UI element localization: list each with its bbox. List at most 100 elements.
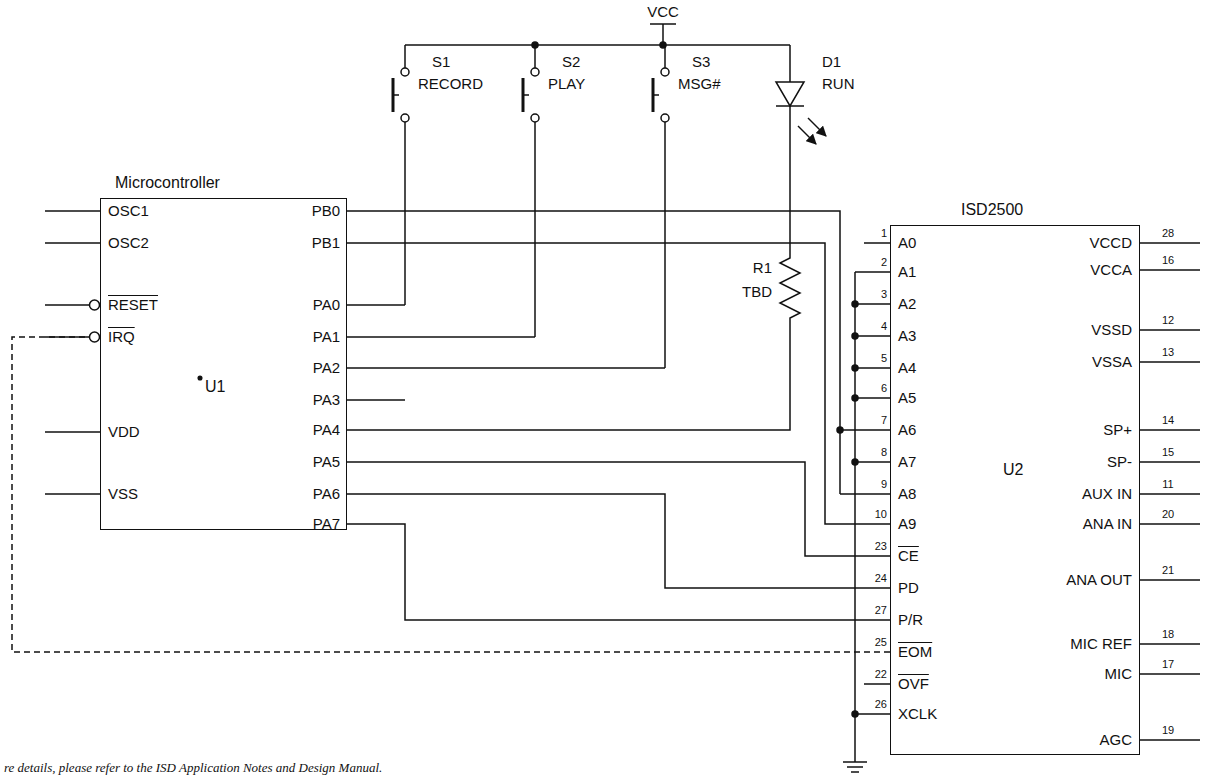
pin-number: 4 bbox=[881, 321, 887, 333]
pin-name: SP- bbox=[1107, 454, 1132, 470]
signal-wire bbox=[840, 493, 890, 495]
pin-name: SP+ bbox=[1103, 422, 1132, 438]
pin-number: 5 bbox=[881, 353, 887, 365]
control-wire bbox=[347, 494, 890, 588]
pin-number: 22 bbox=[875, 669, 887, 681]
control-wire bbox=[347, 462, 890, 556]
pin-name: PA3 bbox=[313, 392, 340, 408]
address-wire bbox=[347, 211, 890, 430]
pin-name: MIC bbox=[1105, 666, 1133, 682]
pin-number: 28 bbox=[1162, 228, 1174, 240]
pin-name: PA2 bbox=[313, 360, 340, 376]
part-designator: U2 bbox=[1003, 462, 1023, 478]
pin-number: 21 bbox=[1162, 565, 1174, 577]
pin-number: 14 bbox=[1162, 415, 1174, 427]
junction-dot bbox=[837, 427, 843, 433]
signal-wire bbox=[347, 330, 790, 430]
pin-name: XCLK bbox=[898, 706, 937, 722]
switch-name: RECORD bbox=[418, 76, 483, 92]
pin-number: 12 bbox=[1162, 315, 1174, 327]
pin-number: 2 bbox=[881, 257, 887, 269]
supply-label: VCC bbox=[647, 4, 679, 20]
pin-number: 24 bbox=[875, 573, 887, 585]
resistor-ref: R1 bbox=[753, 260, 772, 276]
pin-name: PA5 bbox=[313, 454, 340, 470]
pin-name: A3 bbox=[898, 328, 916, 344]
inversion-bubble bbox=[90, 332, 100, 342]
pin-name: OSC1 bbox=[108, 203, 149, 219]
pin-name: PA7 bbox=[313, 516, 340, 532]
pin-number: 27 bbox=[875, 605, 887, 617]
pin-name: MIC REF bbox=[1070, 636, 1132, 652]
pin1-dot bbox=[198, 376, 202, 380]
pushbutton-switch bbox=[347, 45, 539, 337]
pin-name: PA0 bbox=[313, 297, 340, 313]
resistor-value: TBD bbox=[742, 284, 772, 300]
supply-bus bbox=[405, 44, 790, 46]
pin-name: AUX IN bbox=[1082, 486, 1132, 502]
pin-name: PB1 bbox=[312, 235, 340, 251]
interrupt-wire bbox=[12, 337, 890, 652]
pin-name: VSSD bbox=[1091, 322, 1132, 338]
ground-bus bbox=[852, 272, 890, 762]
pushbutton-switch bbox=[347, 45, 409, 305]
pin-name: VSSA bbox=[1092, 354, 1132, 370]
pin-name: ANA IN bbox=[1083, 516, 1132, 532]
pin-number: 20 bbox=[1162, 509, 1174, 521]
pin-name: VDD bbox=[108, 424, 140, 440]
pin-number: 10 bbox=[875, 509, 887, 521]
block-heading: Microcontroller bbox=[115, 175, 220, 191]
inversion-bubble bbox=[90, 300, 100, 310]
pin-name: PA4 bbox=[313, 422, 340, 438]
pin-name: OSC2 bbox=[108, 235, 149, 251]
resistor-symbol bbox=[780, 250, 800, 330]
signal-wire bbox=[839, 430, 841, 494]
pin-name: IRQ bbox=[108, 329, 135, 345]
pin-number: 17 bbox=[1162, 659, 1174, 671]
pin-name: OVF bbox=[898, 676, 929, 692]
switch-ref: S1 bbox=[432, 54, 450, 70]
pin-number: 8 bbox=[881, 447, 887, 459]
pin-number: 1 bbox=[881, 228, 887, 240]
pushbutton-switch bbox=[347, 45, 669, 368]
pin-name: EOM bbox=[898, 644, 932, 660]
led-name: RUN bbox=[822, 76, 855, 92]
pin-number: 25 bbox=[875, 637, 887, 649]
pin-name: A8 bbox=[898, 486, 916, 502]
pin-name: PB0 bbox=[312, 203, 340, 219]
block-heading: ISD2500 bbox=[961, 202, 1023, 218]
pin-name: ANA OUT bbox=[1066, 572, 1132, 588]
pin-number: 18 bbox=[1162, 629, 1174, 641]
pin-number: 26 bbox=[875, 699, 887, 711]
pin-name: PA6 bbox=[313, 486, 340, 502]
pin-name: A6 bbox=[898, 422, 916, 438]
pin-name: VCCA bbox=[1090, 262, 1132, 278]
pin-number: 3 bbox=[881, 289, 887, 301]
pin-number: 9 bbox=[881, 479, 887, 491]
ground-symbol bbox=[843, 762, 867, 772]
pin-number: 6 bbox=[881, 383, 887, 395]
pin-name: A5 bbox=[898, 390, 916, 406]
pin-name: AGC bbox=[1099, 732, 1132, 748]
pin-number: 16 bbox=[1162, 255, 1174, 267]
address-wire bbox=[347, 243, 890, 524]
part-designator: U1 bbox=[205, 379, 225, 395]
pin-name: A2 bbox=[898, 296, 916, 312]
control-wire bbox=[347, 524, 890, 620]
pin-name: PA1 bbox=[313, 329, 340, 345]
led-symbol bbox=[776, 45, 826, 250]
pin-stub bbox=[864, 242, 890, 244]
pin-number: 19 bbox=[1162, 725, 1174, 737]
pin-name: VCCD bbox=[1089, 235, 1132, 251]
pin-name: A4 bbox=[898, 360, 916, 376]
pin-stubs bbox=[1140, 243, 1200, 740]
pin-name: RESET bbox=[108, 297, 158, 313]
pin-name: A0 bbox=[898, 235, 916, 251]
pin-number: 23 bbox=[875, 541, 887, 553]
switch-ref: S2 bbox=[562, 54, 580, 70]
pin-stubs bbox=[45, 211, 100, 494]
pin-name: A7 bbox=[898, 454, 916, 470]
led-ref: D1 bbox=[822, 54, 841, 70]
